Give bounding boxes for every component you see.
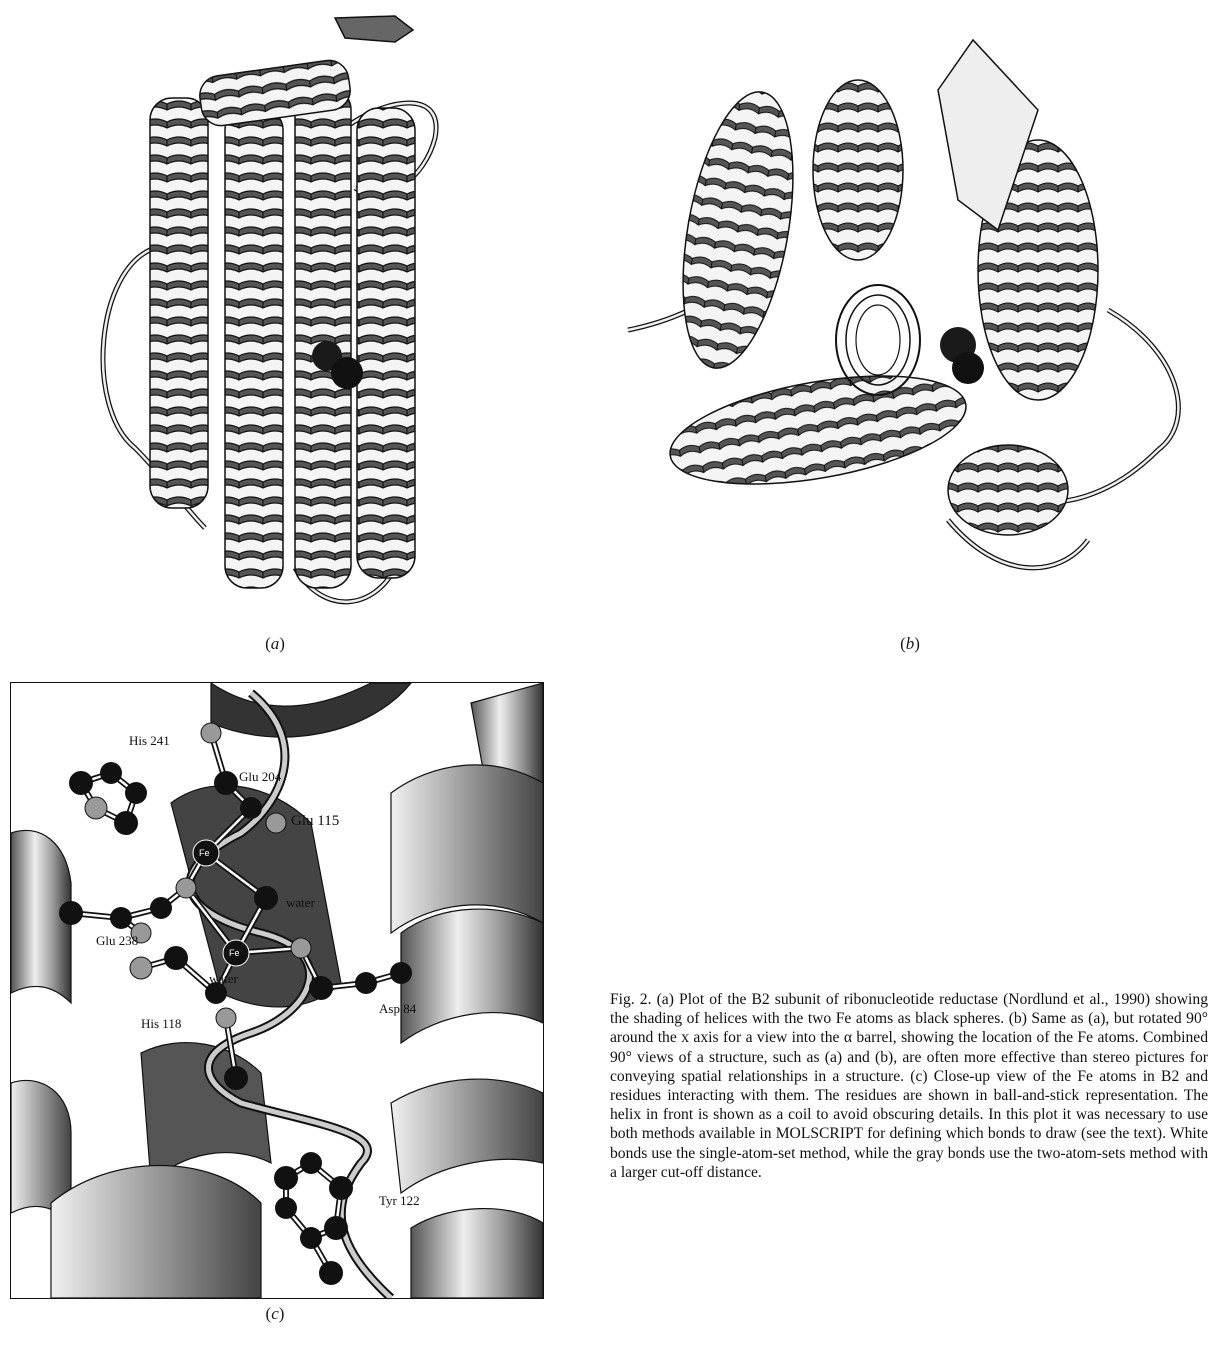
panel-a-ribbon-image — [95, 8, 455, 628]
panel-b-ribbon-image — [618, 20, 1208, 600]
label-water-1: water — [286, 895, 316, 910]
caption-figure-number: Fig. 2. — [610, 991, 652, 1008]
label-his-241: His 241 — [129, 733, 170, 748]
label-glu-238: Glu 238 — [96, 933, 138, 948]
caption-text: (a) Plot of the B2 subunit of ribonucleo… — [610, 991, 1208, 1181]
panel-b-label: (b) — [890, 634, 930, 654]
panel-c-label: (c) — [255, 1304, 295, 1324]
label-tyr-122: Tyr 122 — [379, 1193, 420, 1208]
label-fe-1: Fe — [199, 848, 210, 858]
panel-b-figure — [618, 20, 1208, 600]
label-his-118: His 118 — [141, 1016, 181, 1031]
label-asp-84: Asp 84 — [379, 1001, 417, 1016]
panel-c-ballstick-image: His 241 Glu 204 Glu 115 water Glu 238 Fe… — [11, 683, 543, 1298]
panel-a-label: (a) — [255, 634, 295, 654]
label-fe-2: Fe — [229, 948, 240, 958]
label-glu-115: Glu 115 — [291, 813, 339, 829]
label-water-2: water — [209, 971, 239, 986]
panel-a-figure — [95, 8, 455, 628]
figure-caption: Fig. 2. (a) Plot of the B2 subunit of ri… — [610, 990, 1208, 1182]
panel-c-figure: His 241 Glu 204 Glu 115 water Glu 238 Fe… — [10, 682, 544, 1299]
label-glu-204: Glu 204 — [239, 769, 282, 784]
